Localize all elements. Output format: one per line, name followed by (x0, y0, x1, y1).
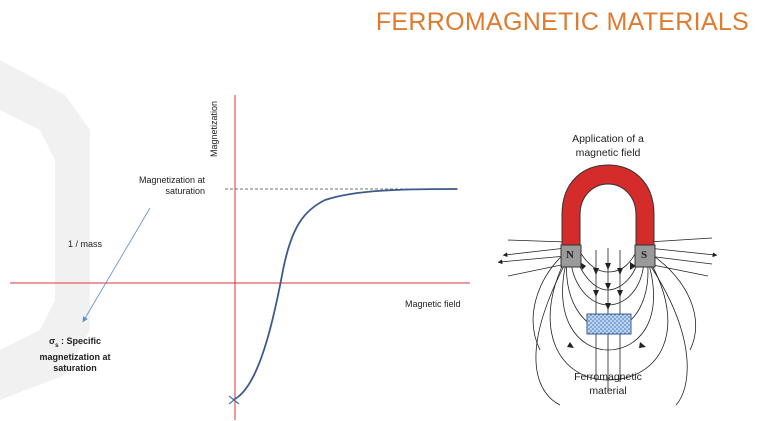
x-axis-label: Magnetic field (405, 299, 461, 309)
sigma-subscript: s (55, 342, 59, 349)
specific-label-line3: saturation (53, 362, 97, 373)
slide-title: FERROMAGNETIC MATERIALS (375, 8, 749, 36)
ferromagnetic-material-block (586, 313, 632, 335)
mass-division-arrow (82, 207, 151, 323)
magnet-top-line2: magnetic field (575, 147, 641, 159)
magnetization-curve (232, 188, 458, 401)
magnet-top-label: Application of a magnetic field (548, 132, 668, 160)
saturation-label-line1: Magnetization at (138, 175, 205, 185)
magnet-top-line1: Application of a (572, 133, 644, 145)
magnet-bottom-label: Ferromagnetic material (548, 370, 668, 398)
north-pole-label: N (566, 249, 574, 261)
saturation-label-line2: saturation (165, 186, 205, 196)
specific-magnetization-label: σs : Specific magnetization at saturatio… (20, 336, 130, 374)
sigma-symbol: σ (48, 336, 56, 346)
south-pole-label: S (641, 249, 648, 261)
mass-label: 1 / mass (68, 239, 103, 249)
south-pole (634, 244, 656, 268)
saturation-label: Magnetization at saturation (110, 175, 205, 197)
y-axis-label: Magnetization (209, 100, 219, 157)
magnet-bottom-line2: material (589, 385, 627, 397)
specific-label-line2: magnetization at (39, 351, 111, 362)
origin-cross-marker (228, 395, 240, 405)
specific-label-line1: : Specific (58, 336, 102, 346)
horseshoe-magnet (561, 164, 655, 246)
north-pole (560, 244, 582, 268)
magnet-illustration (497, 164, 718, 406)
magnet-bottom-line1: Ferromagnetic (574, 371, 642, 383)
